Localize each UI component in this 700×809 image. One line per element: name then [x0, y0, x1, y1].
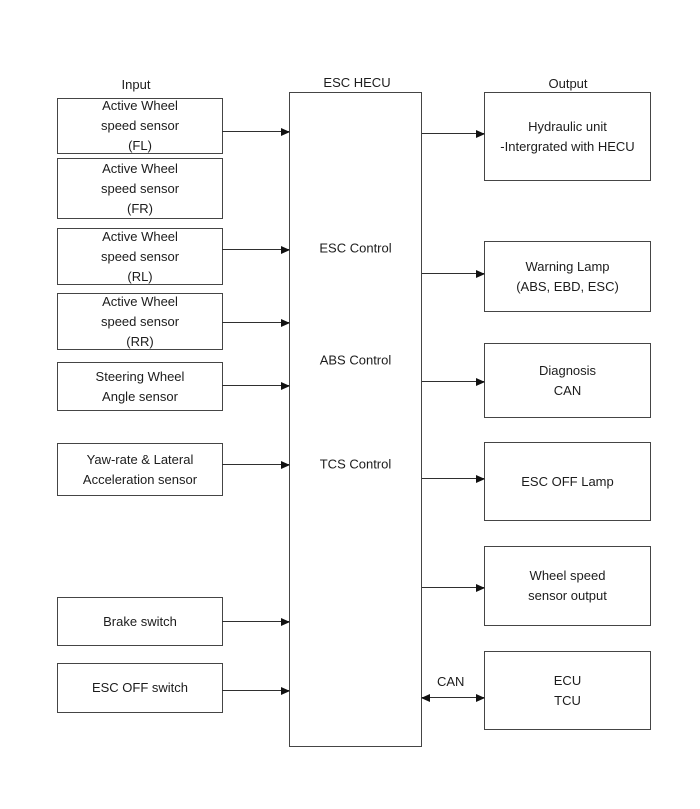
box-text-line: Active Wheel [102, 160, 178, 176]
can-bus-bidirectional-arrow [422, 697, 484, 698]
box-text-line: (RL) [127, 268, 153, 284]
output-column-header: Output [548, 76, 588, 91]
input-box-steering-wheel-angle-sensor: Steering Wheel Angle sensor [57, 362, 223, 411]
output-box-wheel-speed-sensor-output: Wheel speed sensor output [484, 546, 651, 626]
box-text-line: speed sensor [100, 118, 180, 133]
box-text-line: (FR) [127, 200, 153, 216]
box-text-line: ESC OFF Lamp [521, 473, 614, 489]
box-text-line: Active Wheel [102, 98, 178, 113]
box-text-line: (RR) [126, 333, 154, 349]
box-text-line: Acceleration sensor [82, 471, 198, 487]
box-text-line: -Intergrated with HECU [500, 138, 635, 154]
box-text-line: speed sensor [100, 180, 180, 196]
hecu-function-tcs-control: TCS Control [319, 456, 392, 472]
arrow-yaw-sensor-to-hecu [222, 464, 289, 465]
hecu-box: ESC Control ABS Control TCS Control [289, 92, 422, 747]
arrow-wheel-rr-to-hecu [222, 322, 289, 323]
box-text-line: Brake switch [103, 613, 177, 629]
box-text-line: ESC OFF switch [91, 680, 189, 695]
arrow-hecu-to-esc-off-lamp [422, 478, 484, 479]
arrow-hecu-to-diagnosis-can [422, 381, 484, 382]
arrow-hecu-to-hydraulic-unit [422, 133, 484, 134]
arrow-wheel-rl-to-hecu [222, 249, 289, 250]
output-box-warning-lamp: Warning Lamp (ABS, EBD, ESC) [484, 241, 651, 312]
box-text-line: Active Wheel [102, 293, 178, 309]
box-text-line: Steering Wheel [95, 368, 185, 384]
box-text-line: Angle sensor [102, 388, 178, 404]
arrow-esc-off-switch-to-hecu [222, 690, 289, 691]
output-box-ecu-tcu: ECU TCU [484, 651, 651, 730]
input-column-header: Input [121, 77, 151, 92]
arrow-wheel-fl-to-hecu [222, 131, 289, 132]
input-box-wheel-speed-sensor-fl: Active Wheel speed sensor (FL) [57, 98, 223, 154]
output-box-hydraulic-unit: Hydraulic unit -Intergrated with HECU [484, 92, 651, 181]
input-box-wheel-speed-sensor-fr: Active Wheel speed sensor (FR) [57, 158, 223, 219]
arrow-brake-switch-to-hecu [222, 621, 289, 622]
hecu-title: ESC HECU [323, 75, 391, 90]
input-box-esc-off-switch: ESC OFF switch [57, 663, 223, 713]
box-text-line: (ABS, EBD, ESC) [516, 278, 619, 294]
box-text-line: TCU [554, 692, 581, 708]
box-text-line: Active Wheel [102, 228, 178, 244]
box-text-line: Warning Lamp [525, 258, 610, 274]
box-text-line: Hydraulic unit [528, 118, 607, 134]
box-text-line: ECU [553, 672, 582, 688]
box-text-line: CAN [553, 382, 582, 398]
hecu-function-abs-control: ABS Control [319, 352, 392, 368]
box-text-line: Yaw-rate & Lateral [86, 451, 194, 467]
arrow-hecu-to-warning-lamp [422, 273, 484, 274]
input-box-yaw-rate-lateral-acceleration-sensor: Yaw-rate & Lateral Acceleration sensor [57, 443, 223, 496]
input-box-brake-switch: Brake switch [57, 597, 223, 646]
box-text-line: speed sensor [100, 313, 180, 329]
box-text-line: (FL) [128, 138, 152, 153]
arrow-hecu-to-wheel-speed-output [422, 587, 484, 588]
box-text-line: Diagnosis [538, 362, 597, 378]
box-text-line: Wheel speed [529, 568, 606, 583]
output-box-esc-off-lamp: ESC OFF Lamp [484, 442, 651, 521]
hecu-function-esc-control: ESC Control [319, 240, 392, 256]
arrow-steering-sensor-to-hecu [222, 385, 289, 386]
box-text-line: sensor output [528, 588, 607, 603]
input-box-wheel-speed-sensor-rl: Active Wheel speed sensor (RL) [57, 228, 223, 285]
box-text-line: speed sensor [100, 248, 180, 264]
input-box-wheel-speed-sensor-rr: Active Wheel speed sensor (RR) [57, 293, 223, 350]
output-box-diagnosis-can: Diagnosis CAN [484, 343, 651, 418]
can-bus-label: CAN [437, 674, 465, 689]
